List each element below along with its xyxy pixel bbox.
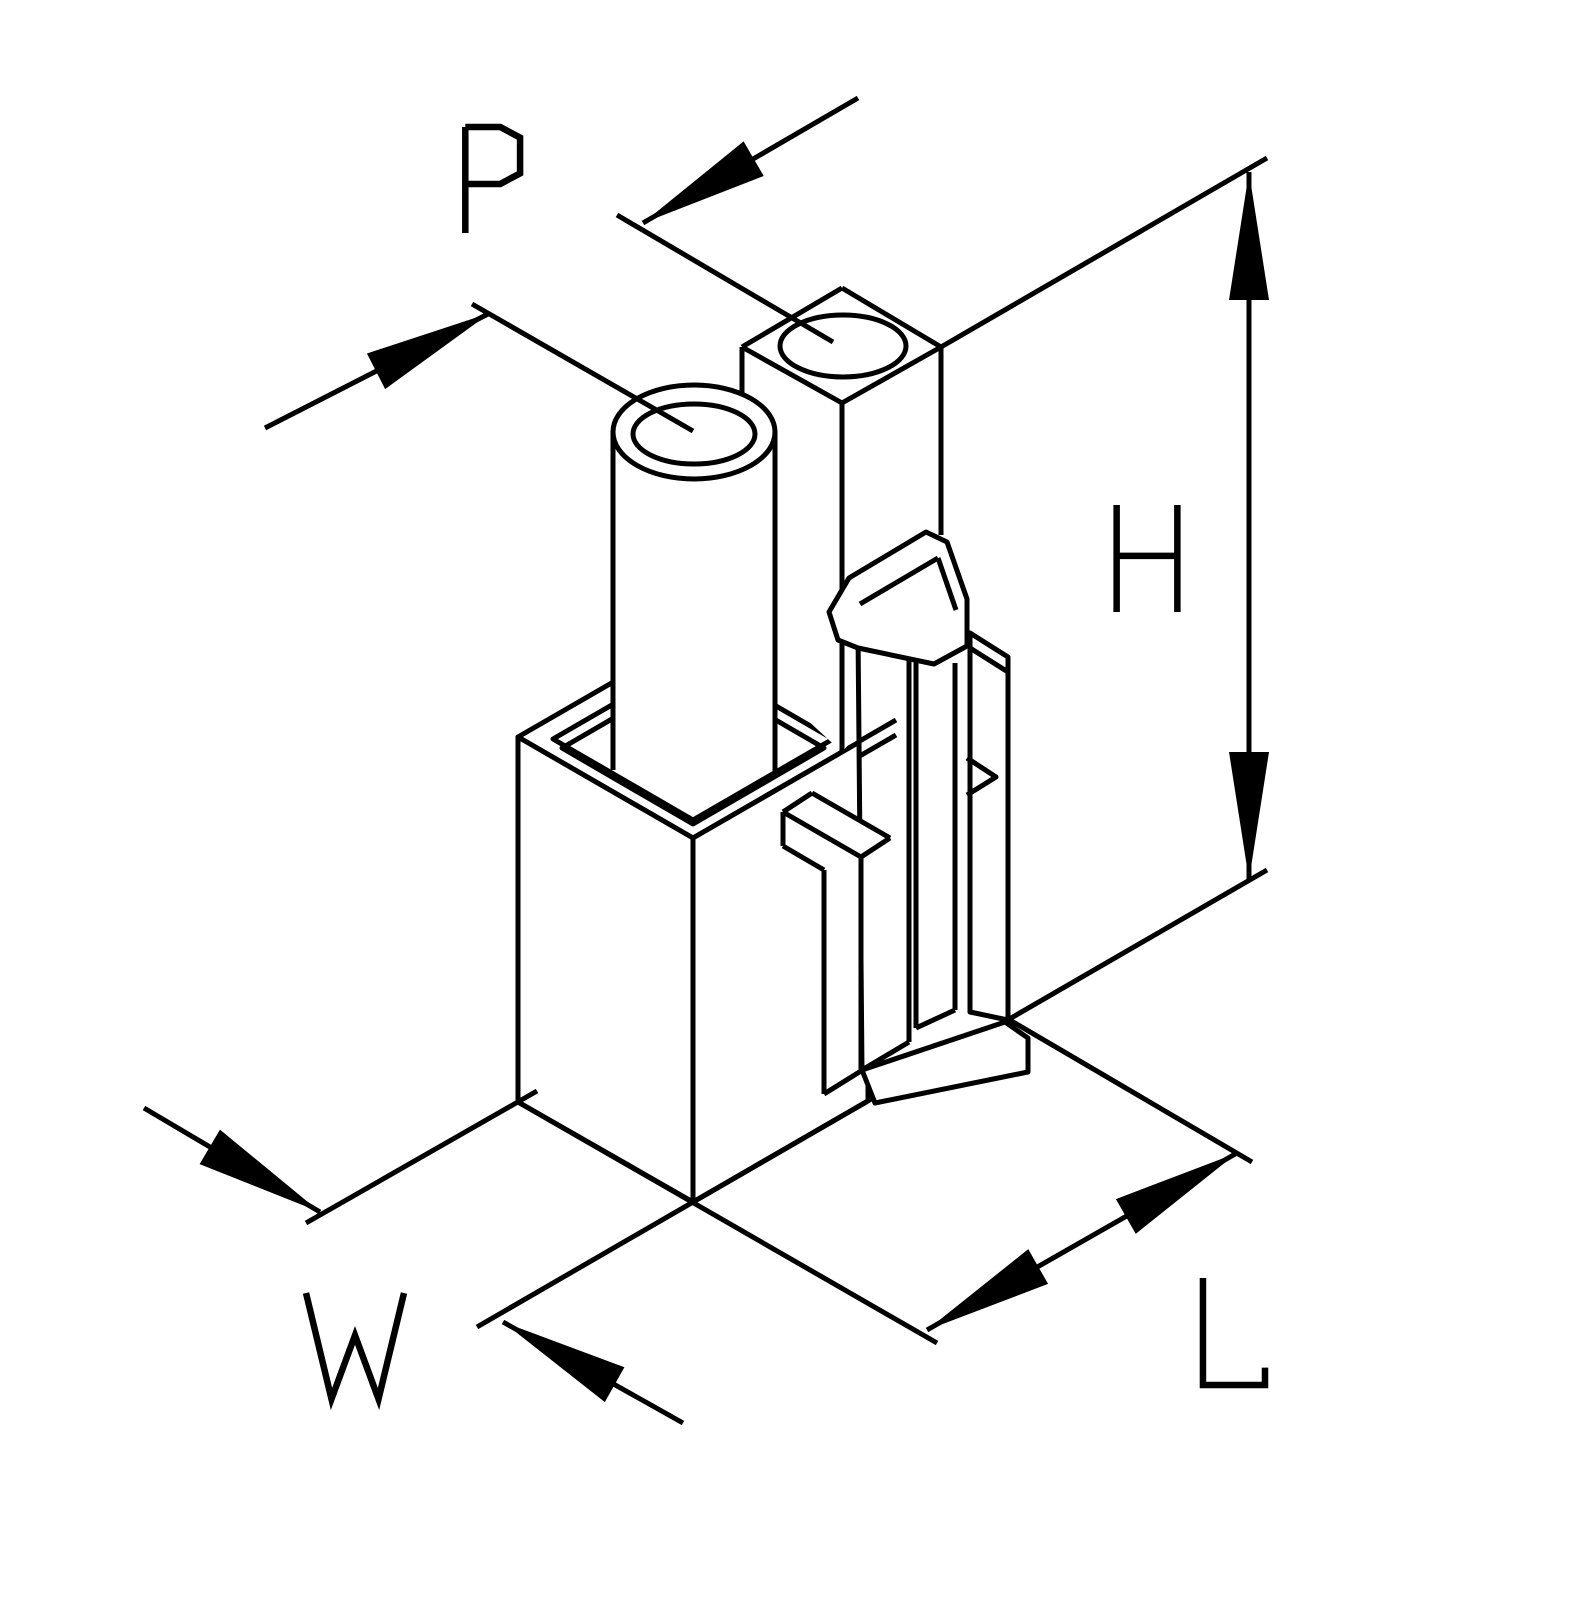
dimension-label-L [1199,1278,1269,1389]
p-arrowhead-left [366,313,490,390]
terminal-hook-cap [826,529,970,667]
terminal-window-line-lower [856,732,898,760]
round-pin-top-ellipse [610,382,778,482]
terminal-base-plate [859,1019,1031,1106]
round-pin-silhouette [613,385,775,771]
terminal-window-line-upper [856,717,898,745]
w-arrowhead-upper [199,1129,320,1212]
round-pin [610,382,778,771]
terminal-fold-notch [965,755,999,798]
h-arrowhead-bottom [1229,752,1269,880]
housing-cavity-rim-outer [550,655,836,823]
dimension-arrowheads [199,141,1269,1403]
terminal-leg-silhouette [783,793,890,1094]
p-arrowhead-right [643,141,764,223]
housing-cavity-rim-inner [559,669,827,827]
p-leader-square-pin [615,212,835,345]
square-pin-top-circle [777,312,909,380]
l-arrowhead-upper [1115,1153,1237,1234]
base-edge-left-with-extension [516,1099,939,1346]
w-extension-line [304,1088,539,1226]
round-pin-bore-ellipse [630,401,758,467]
w-arrowhead-lower [503,1322,625,1403]
terminal-rear-column [967,630,1011,1023]
dimension-label-W [302,1292,408,1411]
h-arrowhead-top [1229,172,1269,300]
dimension-label-H [1113,505,1181,612]
dimension-label-P [462,123,524,233]
l-arrowhead-lower [927,1249,1049,1330]
dimension-labels [302,123,1269,1411]
p-leader-round-pin [470,301,695,434]
l-extension-line [1006,1016,1254,1165]
h-extension-top [939,155,1269,350]
